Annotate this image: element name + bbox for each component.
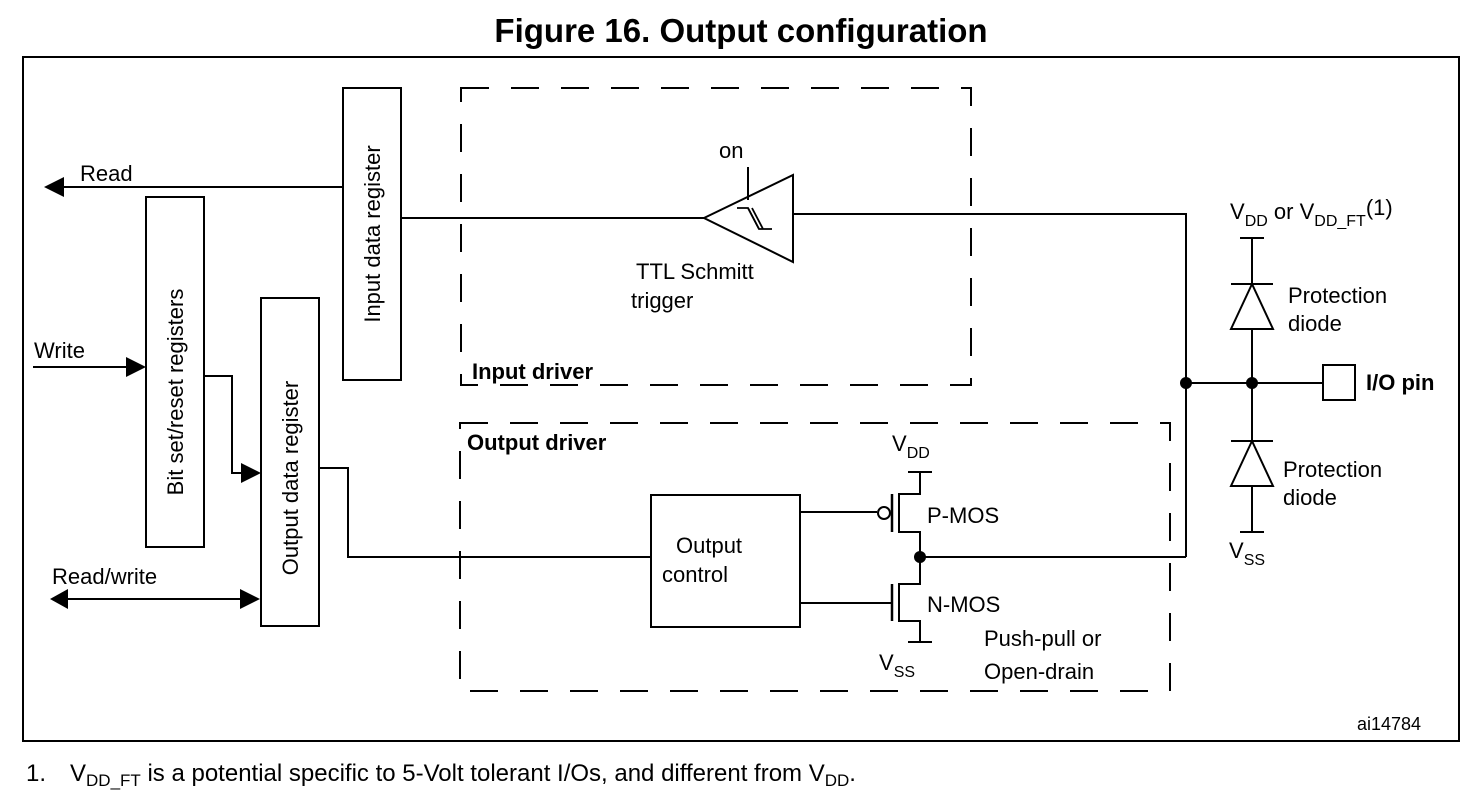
driver-output-junction <box>914 551 926 563</box>
diode-vss-label: VSS <box>1229 538 1265 569</box>
nmos-label: N-MOS <box>927 592 1000 617</box>
output-control-label-line1: Output <box>676 533 742 558</box>
read-label: Read <box>80 161 133 186</box>
read-write-right-arrowhead-icon <box>240 589 260 609</box>
lower-diode-label-line2: diode <box>1283 485 1337 510</box>
input-data-register: Input data register <box>342 87 402 381</box>
bit-set-reset-registers: Bit set/reset registers <box>145 196 205 548</box>
bsrr-to-odr-arrowhead-icon <box>241 463 261 483</box>
figure-title: Figure 16. Output configuration <box>494 12 988 49</box>
ttl-schmitt-trigger: on TTL Schmitt trigger <box>631 138 794 313</box>
pmos-gate-bubble-icon <box>877 506 891 520</box>
footnote-sub1: DD_FT <box>86 771 141 790</box>
read-write-signal: Read/write <box>50 564 260 609</box>
nmos-transistor: VSS N-MOS <box>800 557 1000 681</box>
footnote-sub2: DD <box>824 771 850 790</box>
protection-network: I/O pin VDD or VDD_FT(1) Protection diod… <box>1180 195 1434 569</box>
upper-diode-label-line2: diode <box>1288 311 1342 336</box>
footnote-number: 1. <box>26 760 47 787</box>
footnote-v: V <box>70 760 87 787</box>
upper-diode-label-line1: Protection <box>1288 283 1387 308</box>
pmos-vdd-label: VDD <box>892 431 930 462</box>
write-signal: Write <box>33 338 146 377</box>
read-write-left-arrowhead-icon <box>50 589 68 609</box>
write-label: Write <box>34 338 85 363</box>
output-mode-label-line1: Push-pull or <box>984 626 1101 651</box>
schmitt-enable-label: on <box>719 138 743 163</box>
supply-label: VDD or VDD_FT(1) <box>1230 195 1393 230</box>
read-write-label: Read/write <box>52 564 157 589</box>
upper-protection-diode-icon <box>1229 281 1275 330</box>
footnote-end: . <box>849 760 856 787</box>
odr-to-output-control-wire <box>319 467 651 558</box>
input-driver-box: Input driver <box>460 87 972 386</box>
pmos-transistor: VDD P-MOS <box>800 431 999 557</box>
footnote-text: is a potential specific to 5-Volt tolera… <box>140 760 825 787</box>
footnote: 1. VDD_FT is a potential specific to 5-Vo… <box>26 760 856 791</box>
pin-to-schmitt-wire <box>793 213 1187 557</box>
output-driver-label: Output driver <box>467 430 607 455</box>
output-mode-label-line2: Open-drain <box>984 659 1094 684</box>
output-control-label-line2: control <box>662 562 728 587</box>
output-data-register-label: Output data register <box>278 381 303 575</box>
schmitt-label-line2: trigger <box>631 288 693 313</box>
bsrr-to-odr-wire <box>204 375 261 483</box>
schmitt-label-line1: TTL Schmitt <box>636 259 754 284</box>
io-pin-icon <box>1322 364 1356 401</box>
bit-set-reset-registers-label: Bit set/reset registers <box>163 289 188 496</box>
read-arrowhead-icon <box>44 177 64 197</box>
read-signal: Read <box>44 161 343 197</box>
output-data-register: Output data register <box>260 297 320 627</box>
lower-protection-diode-icon <box>1229 438 1275 487</box>
pin-junction-left <box>1180 377 1192 389</box>
input-driver-label: Input driver <box>472 359 593 384</box>
pmos-label: P-MOS <box>927 503 999 528</box>
io-pin-label: I/O pin <box>1366 370 1434 395</box>
output-control-block: Output control <box>650 494 801 628</box>
output-driver-box: Output driver <box>459 422 1171 692</box>
write-arrowhead-icon <box>126 357 146 377</box>
nmos-vss-label: VSS <box>879 650 915 681</box>
input-data-register-label: Input data register <box>360 145 385 322</box>
figure-frame <box>22 56 1460 742</box>
lower-diode-label-line1: Protection <box>1283 457 1382 482</box>
figure-id-code: ai14784 <box>1357 714 1421 734</box>
